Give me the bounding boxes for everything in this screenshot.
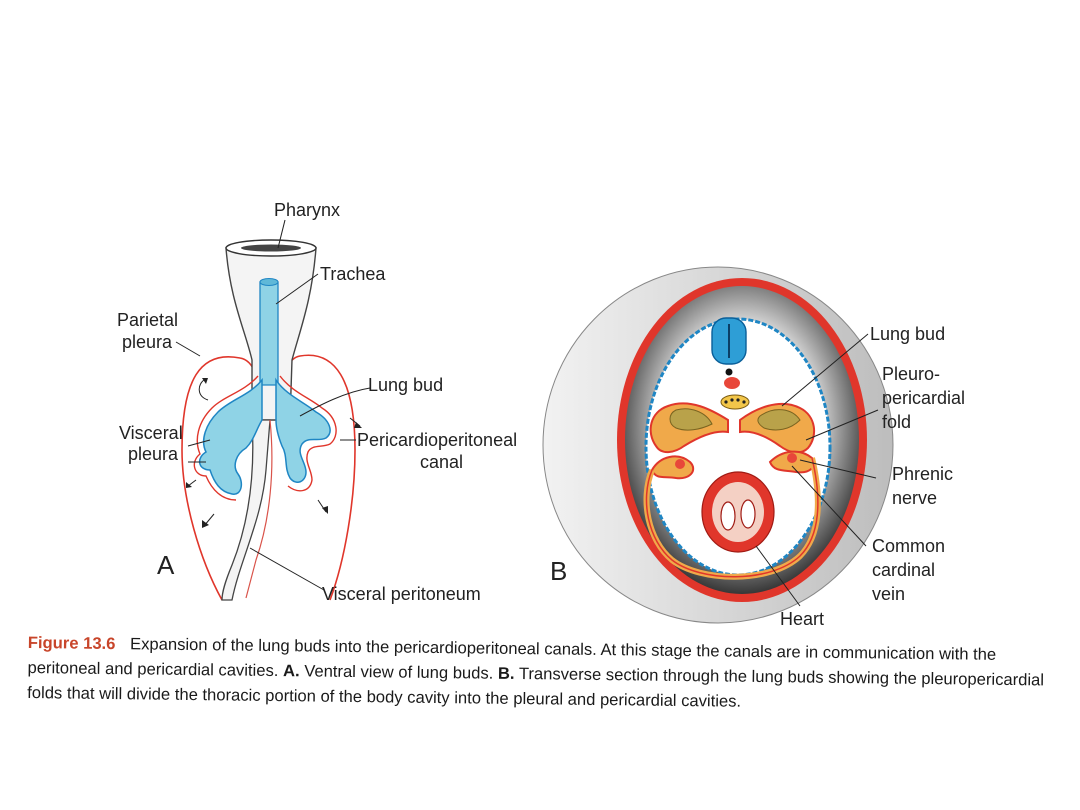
parietal-pleura-label-1: Parietal xyxy=(117,310,178,330)
visceral-pleura-label-1: Visceral xyxy=(119,423,183,443)
lung-bud-label-a: Lung bud xyxy=(368,375,443,395)
figure-label: Figure 13.6 xyxy=(27,632,116,654)
pharynx-label: Pharynx xyxy=(274,200,340,220)
foregut xyxy=(720,394,750,410)
notochord xyxy=(725,368,733,376)
cardinal-vein-right xyxy=(787,453,797,463)
pericardioperitoneal-label-1: Pericardioperitoneal xyxy=(357,430,517,450)
phrenic-nerve-label-1: Phrenic xyxy=(892,464,953,484)
panel-b-letter: B xyxy=(550,556,567,586)
cardinal-vein-label-3: vein xyxy=(872,584,905,604)
pleuropericardial-label-3: fold xyxy=(882,412,911,432)
visceral-pleura-label-2: pleura xyxy=(128,444,179,464)
caption-a-label: A. xyxy=(282,661,300,681)
lung-bud-label-b: Lung bud xyxy=(870,324,945,344)
caption-b-label: B. xyxy=(497,663,515,683)
pericardioperitoneal-label-2: canal xyxy=(420,452,463,472)
left-lung-bud xyxy=(198,377,263,495)
heart-label: Heart xyxy=(780,609,824,629)
cardinal-vein-label-1: Common xyxy=(872,536,945,556)
panel-a-letter: A xyxy=(157,550,175,580)
lung-bud-right xyxy=(757,409,801,431)
lung-bud-left xyxy=(669,408,713,431)
visceral-pleura-outline xyxy=(193,375,259,501)
visceral-peritoneum-label: Visceral peritoneum xyxy=(322,584,481,604)
cardinal-vein-left xyxy=(675,459,685,469)
pleuropericardial-label-1: Pleuro- xyxy=(882,364,940,384)
figure-caption: Figure 13.6 Expansion of the lung buds i… xyxy=(27,630,1063,718)
trachea xyxy=(259,281,279,386)
esophagus-tube xyxy=(221,419,271,601)
panel-a xyxy=(175,219,371,601)
cardinal-vein-label-2: cardinal xyxy=(872,560,935,580)
dorsal-aorta xyxy=(724,377,740,389)
trachea-label: Trachea xyxy=(320,264,386,284)
caption-text-a: Ventral view of lung buds. xyxy=(304,661,494,683)
right-lung-bud xyxy=(275,377,331,483)
pleuropericardial-label-2: pericardial xyxy=(882,388,965,408)
parietal-pleura-label-2: pleura xyxy=(122,332,173,352)
panel-b xyxy=(542,266,894,624)
phrenic-nerve-label-2: nerve xyxy=(892,488,937,508)
